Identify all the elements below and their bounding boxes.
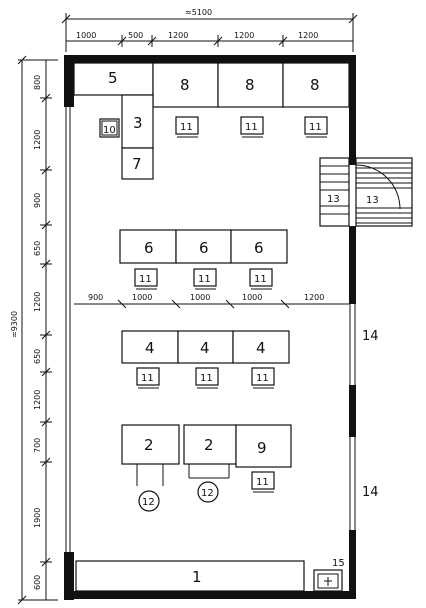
- top-dim-5: 1200: [298, 31, 318, 40]
- label-12-a: 12: [142, 497, 155, 508]
- left-dim-10: 600: [33, 575, 42, 590]
- left-dim-9: 1900: [33, 508, 42, 528]
- top-dim-3: 1200: [168, 31, 188, 40]
- label-10: 10: [103, 125, 116, 136]
- left-total-dimension: ≈9300: [10, 311, 19, 338]
- item-11-top-3: [304, 116, 328, 135]
- bench-row-4: 4 4 4 11 11 11: [121, 330, 290, 389]
- item-8-b: [217, 62, 284, 108]
- label-7: 7: [132, 155, 142, 173]
- left-dim-5: 1200: [33, 292, 42, 312]
- label-14-a: 14: [362, 329, 379, 344]
- item-6-a: [119, 229, 177, 264]
- label-3: 3: [133, 114, 143, 132]
- item-5: [73, 62, 154, 96]
- top-stools: 11 11 11: [175, 116, 328, 138]
- item-11-row6-a: [134, 268, 158, 287]
- left-dim-7: 1200: [33, 390, 42, 410]
- item-4-b: [177, 330, 234, 364]
- label-9: 9: [257, 439, 267, 457]
- item-12-b: [197, 481, 219, 503]
- top-total-dimension: ≈5100: [185, 8, 212, 17]
- label-11-row4-c: 11: [256, 373, 269, 384]
- left-dim-3: 900: [33, 193, 42, 208]
- label-11-top-2: 11: [245, 122, 258, 133]
- label-13-a: 13: [327, 194, 340, 205]
- left-dimension-chain: ≈9300 800 1200 900 650 1200 650 1200 700…: [10, 55, 58, 605]
- label-4-a: 4: [145, 339, 155, 357]
- item-11-top-1: [175, 116, 199, 135]
- label-11-row6-a: 11: [139, 274, 152, 285]
- label-11-row6-b: 11: [198, 274, 211, 285]
- top-dim-1: 1000: [76, 31, 96, 40]
- item-6-b: [175, 229, 232, 264]
- label-11-row9: 11: [256, 477, 269, 488]
- row-dim-5: 1200: [304, 293, 324, 302]
- item-11-row6-c: [249, 268, 273, 287]
- item-13-a: [319, 157, 350, 227]
- label-11-row4-b: 11: [200, 373, 213, 384]
- top-dim-2: 500: [128, 31, 143, 40]
- label-2-a: 2: [144, 436, 154, 454]
- label-5: 5: [108, 69, 118, 87]
- bench-row-6: 6 6 6 11 11 11: [119, 229, 288, 290]
- label-8-b: 8: [245, 76, 255, 94]
- label-13-b: 13: [366, 195, 379, 206]
- item-4-a: [121, 330, 179, 364]
- item-11-row6-b: [193, 268, 217, 287]
- room-walls: 900 1000 1000 1000 1200: [64, 55, 356, 600]
- item-8-c: [282, 62, 350, 108]
- top-dimension-chain: ≈5100 1000 500 1200 1200 1200: [61, 8, 358, 52]
- label-1: 1: [192, 568, 202, 586]
- corner-group: 10 3 7: [99, 94, 154, 180]
- item-2-a: [121, 424, 180, 465]
- row-dim-3: 1000: [190, 293, 210, 302]
- item-12-a: [138, 490, 160, 512]
- row-dim-4: 1000: [242, 293, 262, 302]
- entrance-stairs: 13 13: [319, 157, 413, 227]
- row-dim-2: 1000: [132, 293, 152, 302]
- left-dim-2: 1200: [33, 130, 42, 150]
- label-6-a: 6: [144, 239, 154, 257]
- item-7: [121, 147, 154, 180]
- label-11-top-3: 11: [309, 122, 322, 133]
- left-dim-6: 650: [33, 349, 42, 364]
- label-6-b: 6: [199, 239, 209, 257]
- item-11-row4-c: [251, 367, 275, 386]
- item-11-top-2: [240, 116, 264, 135]
- label-11-row4-a: 11: [141, 373, 154, 384]
- item-10: [99, 118, 120, 138]
- left-dim-1: 800: [33, 75, 42, 90]
- item-11-row4-b: [195, 367, 219, 386]
- label-4-c: 4: [256, 339, 266, 357]
- top-dim-4: 1200: [234, 31, 254, 40]
- label-11-top-1: 11: [180, 122, 193, 133]
- row-dim-1: 900: [88, 293, 103, 302]
- item-11-row4-a: [136, 367, 160, 386]
- left-dim-4: 650: [33, 241, 42, 256]
- label-15: 15: [332, 558, 345, 569]
- label-8-c: 8: [310, 76, 320, 94]
- bottom-board: 1 15: [75, 558, 345, 592]
- item-9: [235, 424, 292, 468]
- top-cabinet-row: 5 8 8 8: [73, 62, 350, 108]
- label-2-b: 2: [204, 436, 214, 454]
- left-dim-8: 700: [33, 438, 42, 453]
- label-4-b: 4: [200, 339, 210, 357]
- label-11-row6-c: 11: [254, 274, 267, 285]
- label-8-a: 8: [180, 76, 190, 94]
- item-6-c: [230, 229, 288, 264]
- item-2-b: [183, 424, 237, 465]
- item-8-a: [152, 62, 219, 108]
- item-11-row9: [251, 471, 275, 490]
- label-6-c: 6: [254, 239, 264, 257]
- item-1: [75, 560, 305, 592]
- label-12-b: 12: [201, 488, 214, 499]
- item-4-c: [232, 330, 290, 364]
- bench-row-2: 2 2 9 12 12 11: [121, 424, 292, 512]
- item-13-b: [355, 157, 413, 227]
- label-14-b: 14: [362, 485, 379, 500]
